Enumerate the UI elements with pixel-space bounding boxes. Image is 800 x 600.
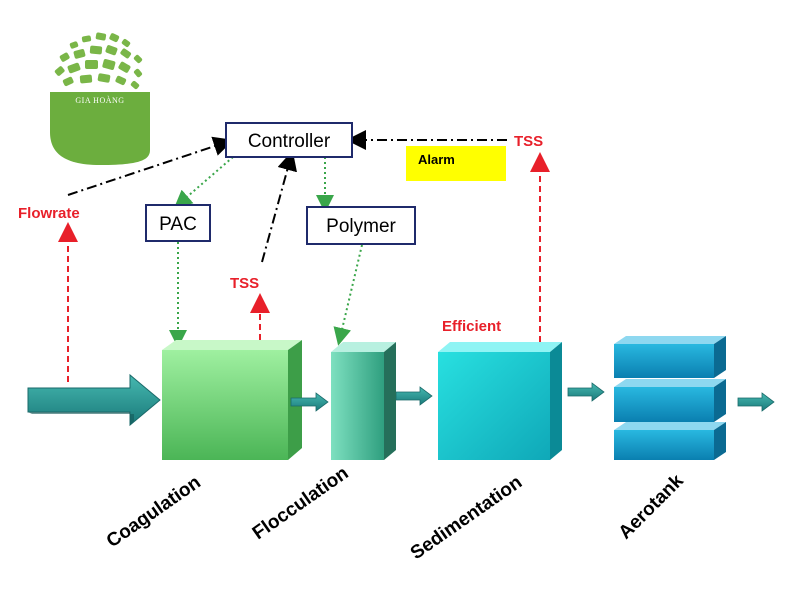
alarm-box: Alarm: [406, 146, 506, 181]
stage-label-coagulation: Coagulation: [103, 472, 205, 552]
tss-to-controller-line: [261, 150, 297, 263]
controller-box: Controller: [225, 122, 353, 158]
sedimentation-tank: [438, 342, 562, 460]
flowrate-to-controller-line: [67, 136, 234, 196]
inflow-arrow: [27, 373, 161, 427]
pac-box: PAC: [145, 204, 211, 242]
stage-label-sedimentation: Sedimentation: [407, 472, 526, 564]
controller-label: Controller: [248, 131, 331, 152]
tss-flocculation-label: TSS: [230, 275, 259, 292]
polymer-box: Polymer: [306, 206, 416, 245]
measurement-lines: [58, 152, 550, 382]
polymer-to-flocculation-line: [333, 244, 363, 346]
controller-to-pac-line: [173, 156, 234, 209]
connector-arrow-2: [395, 386, 433, 406]
flowrate-label: Flowrate: [18, 205, 80, 222]
tss-effluent-label: TSS: [514, 133, 543, 150]
logo-text: GIA HOÀNG: [75, 95, 124, 105]
coagulation-tank: [162, 340, 302, 460]
control-lines: [67, 130, 507, 263]
gia-hoang-logo: GIA HOÀNG: [50, 32, 150, 165]
stage-label-flocculation: Flocculation: [249, 463, 353, 544]
alarm-label: Alarm: [418, 152, 455, 167]
aerotank: [614, 336, 726, 460]
stage-label-aerotank: Aerotank: [615, 470, 688, 543]
polymer-label: Polymer: [326, 216, 396, 237]
connector-arrow-4: [737, 392, 775, 412]
dosing-lines: [169, 156, 363, 348]
connector-arrow-1: [290, 392, 329, 412]
flow-connector-arrows: [290, 382, 775, 412]
pac-label: PAC: [159, 214, 197, 235]
logo-g-shape: [50, 92, 150, 165]
connector-arrow-3: [567, 382, 605, 402]
logo-leaf-pattern: [54, 32, 143, 90]
efficient-label: Efficient: [442, 318, 501, 335]
flocculation-tank: [331, 342, 396, 460]
